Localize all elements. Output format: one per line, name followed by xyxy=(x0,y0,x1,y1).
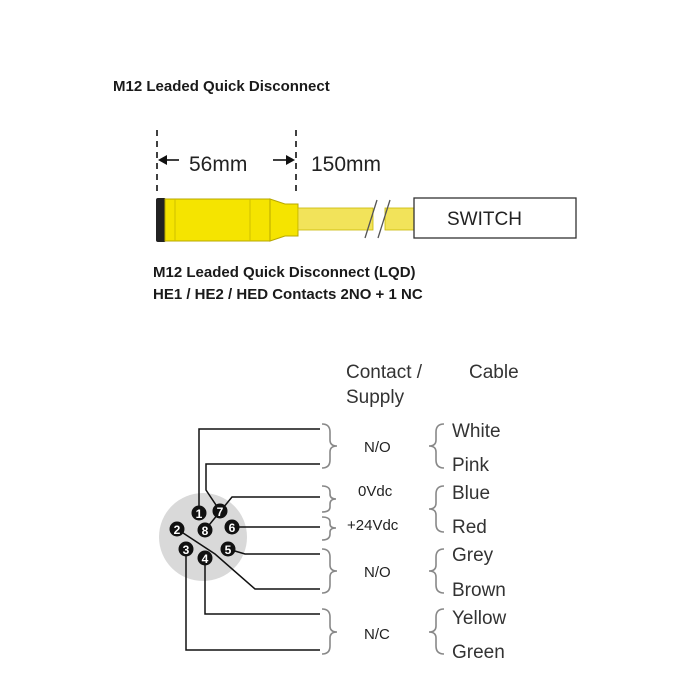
pin-label-2: 2 xyxy=(174,523,181,537)
wire-pin2 xyxy=(176,528,320,590)
brace-left-3 xyxy=(428,548,445,594)
wire-pin4 xyxy=(204,558,320,615)
connector-drawing: 56mm 150mm SWITCH xyxy=(156,130,577,242)
pin-8 xyxy=(197,522,213,538)
pin-4 xyxy=(197,550,213,566)
pin-label-8: 8 xyxy=(202,524,209,538)
contact-label-24vdc: +24Vdc xyxy=(347,517,399,534)
brace-right-3 xyxy=(321,516,337,541)
length-connector-label: 56mm xyxy=(189,153,247,176)
pin-label-4: 4 xyxy=(202,552,209,566)
subtitle-line2: HE1 / HE2 / HED Contacts 2NO + 1 NC xyxy=(153,286,423,303)
connector-taper xyxy=(269,198,299,242)
brace-right-4 xyxy=(321,548,338,594)
cable-segment-left xyxy=(297,207,374,231)
brace-left-4 xyxy=(428,608,445,655)
switch-label: SWITCH xyxy=(447,209,522,230)
contact-header-line1: Contact / xyxy=(346,362,423,383)
cable-label-grey: Grey xyxy=(452,545,494,566)
pin-label-3: 3 xyxy=(183,543,190,557)
cable-label-red: Red xyxy=(452,517,487,538)
wire-pin8 xyxy=(204,496,320,531)
wire-pin1 xyxy=(198,428,320,510)
subtitle-line1: M12 Leaded Quick Disconnect (LQD) xyxy=(153,264,416,281)
pin-5 xyxy=(220,541,236,557)
pin-label-1: 1 xyxy=(196,507,203,521)
switch-box xyxy=(413,197,577,239)
cable-label-pink: Pink xyxy=(452,455,489,476)
pins: 1 7 8 6 2 5 3 4 xyxy=(169,503,240,566)
length-cable-label: 150mm xyxy=(311,153,381,176)
contact-label-no-1: N/O xyxy=(364,439,391,456)
brace-right-5 xyxy=(321,608,338,655)
pin-2 xyxy=(169,521,185,537)
brace-right-1 xyxy=(321,423,338,469)
cable-label-green: Green xyxy=(452,642,505,663)
pin-label-7: 7 xyxy=(217,505,224,519)
cable-header: Cable xyxy=(469,362,519,383)
wire-pin7 xyxy=(205,463,320,512)
connector-body xyxy=(164,198,271,242)
cable-label-white: White xyxy=(452,421,501,442)
cable-break-line xyxy=(364,199,378,239)
contact-label-nc: N/C xyxy=(364,626,390,643)
cable-label-brown: Brown xyxy=(452,580,506,601)
contact-label-0vdc: 0Vdc xyxy=(358,483,393,500)
cable-label-blue: Blue xyxy=(452,483,490,504)
pin-label-5: 5 xyxy=(225,543,232,557)
brace-right-2 xyxy=(321,485,337,513)
wire-pin3 xyxy=(185,549,320,651)
pin-7 xyxy=(212,503,228,519)
pin-3 xyxy=(178,541,194,557)
brace-left-1 xyxy=(428,423,445,469)
connector-nut xyxy=(156,198,166,242)
pin-1 xyxy=(191,505,207,521)
pin-6 xyxy=(224,519,240,535)
brace-left-2 xyxy=(428,485,445,533)
cable-label-yellow: Yellow xyxy=(452,608,507,629)
page-title: M12 Leaded Quick Disconnect xyxy=(113,78,330,95)
contact-header-line2: Supply xyxy=(346,387,405,408)
pin-label-6: 6 xyxy=(229,521,236,535)
contact-label-no-2: N/O xyxy=(364,564,391,581)
